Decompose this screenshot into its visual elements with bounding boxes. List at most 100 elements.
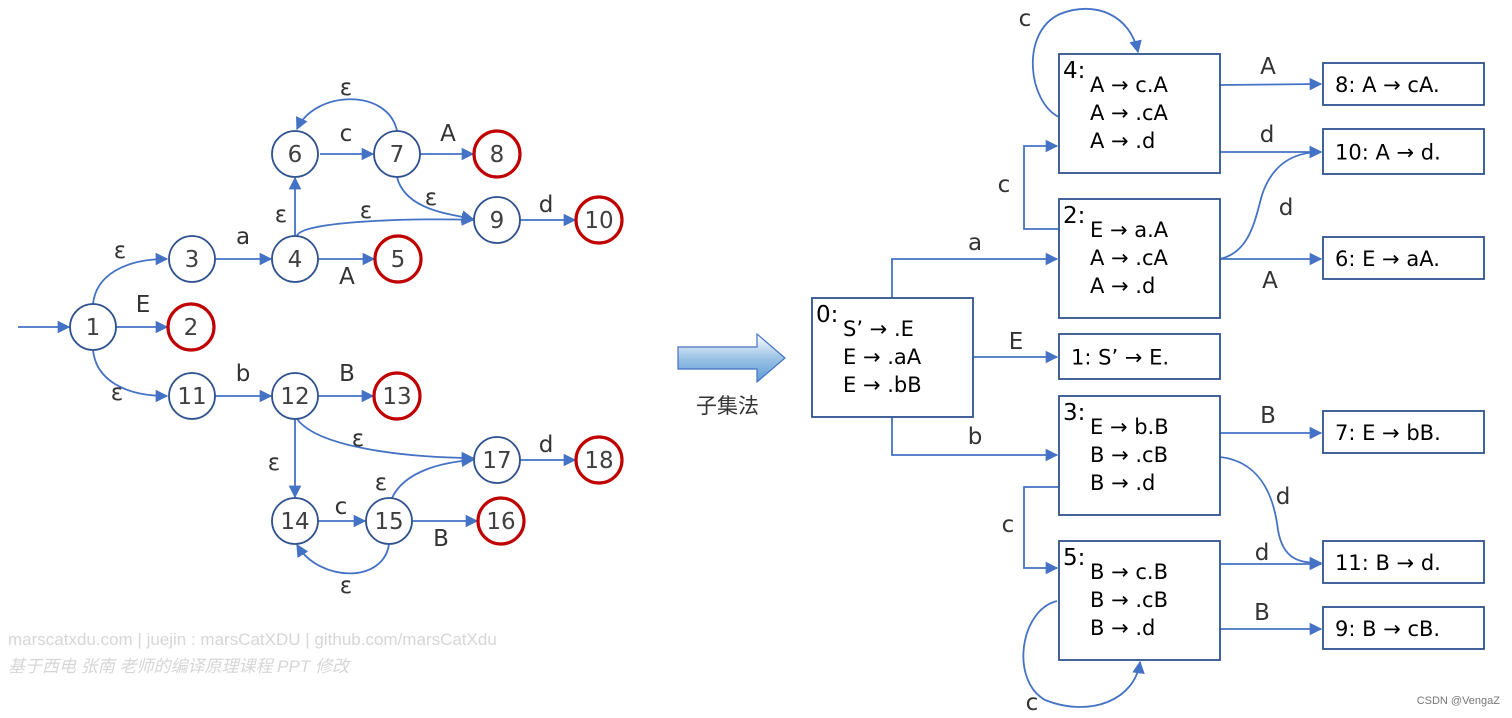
nfa-edge-4-9: [296, 213, 475, 237]
nfa-node-circle: [473, 196, 521, 244]
nfa-node-label: 2: [184, 315, 199, 341]
dfa-edge-label-2-10: d: [1279, 195, 1294, 221]
nfa-edges: [18, 98, 577, 575]
nfa-node-7: 7: [373, 130, 421, 178]
dfa-state-2: 2:E → a.AA → .cAA → .d: [1058, 198, 1221, 319]
nfa-edge-label-7-9: ε: [425, 185, 437, 211]
nfa-node-18: 18: [574, 435, 624, 485]
dfa-item: 10: A → d.: [1335, 141, 1441, 165]
nfa-edge-label-3-4: a: [236, 224, 250, 250]
dfa-edge-label-3-5: c: [1002, 512, 1015, 538]
dfa-state-box: [811, 297, 974, 418]
nfa-edge-label-1-3: ε: [114, 238, 126, 264]
nfa-edge-label-4-6: ε: [275, 202, 287, 228]
nfa-edge-15-14: [296, 543, 390, 575]
nfa-node-label: 8: [490, 142, 505, 168]
dfa-edge-label-2-6: A: [1262, 268, 1278, 294]
dfa-item: E → .bB: [843, 373, 922, 397]
nfa-node-11: 11: [168, 372, 216, 420]
nfa-node-label: 9: [490, 208, 505, 234]
nfa-node-label: 15: [374, 509, 403, 535]
nfa-node-circle: [271, 372, 319, 420]
dfa-item: 7: E → bB.: [1335, 421, 1441, 445]
dfa-state-number: 4:: [1063, 58, 1085, 84]
dfa-state-number: 0:: [816, 302, 838, 328]
dfa-state-box: [1322, 540, 1485, 584]
dfa-edge-label-2-4: c: [998, 172, 1011, 198]
dfa-edge-label-4-10: d: [1260, 122, 1275, 148]
nfa-edge-label-15-16: B: [433, 526, 449, 552]
nfa-node-circle: [271, 130, 319, 178]
nfa-edge-label-1-2: E: [136, 292, 151, 318]
dfa-state-box: [1322, 128, 1485, 175]
dfa-edge-3-11: [1219, 456, 1323, 570]
dfa-item: 6: E → aA.: [1335, 247, 1440, 271]
dfa-item: S’ → .E: [843, 317, 914, 341]
nfa-node-15: 15: [365, 497, 413, 545]
dfa-state-number: 3:: [1063, 400, 1085, 426]
dfa-state-box: [1322, 62, 1485, 106]
nfa-node-3: 3: [168, 235, 216, 283]
dfa-edge-2-4: [1023, 139, 1059, 230]
dfa-item: 1: S’ → E.: [1071, 346, 1169, 370]
nfa-node-6: 6: [271, 130, 319, 178]
dfa-state-4: 4:A → c.AA → .cAA → .d: [1058, 53, 1221, 174]
dfa-item: 9: B → cB.: [1335, 617, 1440, 641]
dfa-state-3: 3:E → b.BB → .cBB → .d: [1058, 395, 1221, 516]
nfa-node-label: 11: [177, 384, 206, 410]
nfa-node-10: 10: [574, 195, 624, 245]
nfa-node-4: 4: [271, 235, 319, 283]
nfa-node-circle: [168, 235, 216, 283]
nfa-edge-label-12-17: ε: [352, 426, 364, 452]
nfa-node-circle: [271, 235, 319, 283]
dfa-edge-0-2: [891, 252, 1059, 298]
nfa-edge-label-14-15: c: [335, 494, 348, 520]
dfa-state-9: 9: B → cB.: [1322, 606, 1485, 650]
dfa-item: B → .cB: [1090, 588, 1168, 612]
nfa-node-5: 5: [373, 234, 423, 284]
nfa-node-circle: [166, 302, 216, 352]
nfa-edge-label-1-11: ε: [111, 380, 123, 406]
nfa-node-circle: [372, 371, 422, 421]
nfa-node-16: 16: [476, 496, 526, 546]
nfa-node-14: 14: [271, 497, 319, 545]
dfa-item: A → .d: [1090, 274, 1155, 298]
subset-conversion-arrow-icon: [677, 332, 786, 384]
nfa-node-label: 18: [584, 448, 613, 474]
nfa-node-2: 2: [166, 302, 216, 352]
nfa-node-9: 9: [473, 196, 521, 244]
nfa-edge-7-9: [396, 176, 475, 223]
nfa-edge-label-15-17: ε: [375, 470, 387, 496]
dfa-state-7: 7: E → bB.: [1322, 410, 1485, 454]
nfa-node-circle: [271, 497, 319, 545]
dfa-edge-4-8: [1219, 77, 1323, 91]
dfa-edge-label-4-8: A: [1260, 54, 1276, 80]
dfa-item: B → .d: [1090, 471, 1155, 495]
nfa-edge-label-17-18: d: [539, 432, 554, 458]
nfa-node-label: 5: [391, 247, 406, 273]
nfa-edge-label-15-14: ε: [340, 573, 352, 599]
dfa-edge-label-0-1: E: [1009, 329, 1024, 355]
dfa-state-box: [1322, 410, 1485, 454]
nfa-node-circle: [473, 436, 521, 484]
dfa-state-0: 0:S’ → .EE → .aAE → .bB: [811, 297, 974, 418]
dfa-edge-label-4-4: c: [1019, 6, 1032, 32]
nfa-node-1: 1: [69, 303, 117, 351]
dfa-state-box: [1058, 540, 1221, 661]
credit-text: CSDN @VengaZ: [1416, 695, 1500, 707]
dfa-state-6: 6: E → aA.: [1322, 236, 1485, 280]
dfa-edge-label-3-11: d: [1276, 484, 1291, 510]
nfa-edge-label-12-13: B: [339, 361, 355, 387]
dfa-item: B → c.B: [1090, 560, 1168, 584]
nfa-edge-1-11: [92, 349, 169, 403]
dfa-edge-4-4: [1031, 7, 1142, 118]
nfa-node-label: 13: [382, 384, 411, 410]
dfa-state-box: [1058, 198, 1221, 319]
nfa-node-label: 14: [280, 509, 309, 535]
nfa-node-label: 16: [486, 509, 515, 535]
dfa-edge-5-5: [1022, 600, 1145, 708]
dfa-state-8: 8: A → cA.: [1322, 62, 1485, 106]
dfa-item: B → .d: [1090, 616, 1155, 640]
dfa-edge-label-5-11: d: [1255, 540, 1270, 566]
